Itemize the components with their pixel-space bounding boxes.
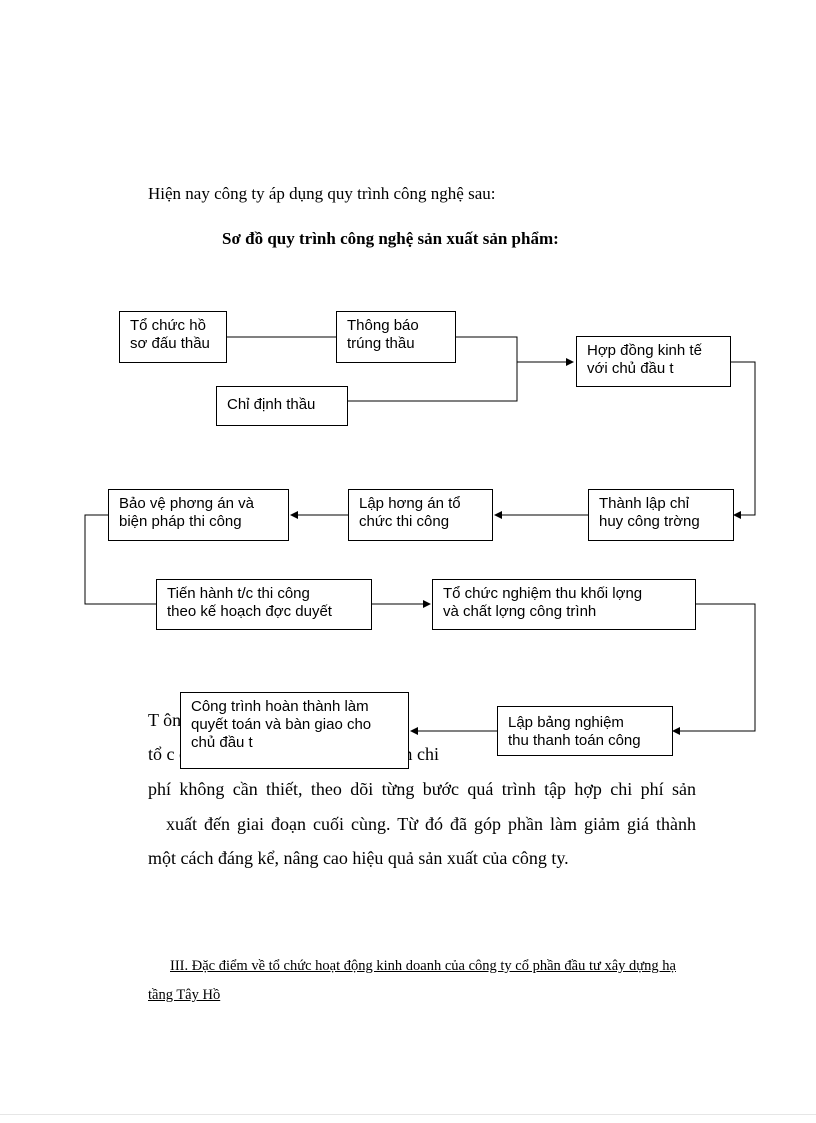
node-hop-dong-kinh-te: Hợp đồng kinh tế với chủ đầu t [576, 336, 731, 387]
connector-thongbao-hopdong [456, 336, 574, 366]
node-thong-bao-trung-thau: Thông báo trúng thầu [336, 311, 456, 363]
node-tien-hanh-thi-cong: Tiến hành t/c thi công theo kế hoạch đợc… [156, 579, 372, 630]
node-lap-phuong-an: Lập hơng án tổ chức thi công [348, 489, 493, 541]
connector-hopdong-thanhlap [731, 361, 756, 519]
paragraph-line-5: một cách đáng kể, nâng cao hiệu quả sản … [148, 848, 569, 868]
node-thanh-lap-chi-huy: Thành lập chỉ huy công trờng [588, 489, 734, 541]
paragraph-line-4: xuất đến giai đoạn cuối cùng. Từ đó đã g… [166, 814, 696, 834]
connector-chidinh-join [348, 362, 518, 402]
node-cong-trinh-hoan-thanh: Công trình hoàn thành làm quyết toán và … [180, 692, 409, 769]
paragraph-line-3: phí không cần thiết, theo dõi từng bước … [148, 779, 696, 799]
section-heading: III. Đặc điểm về tổ chức hoạt động kinh … [148, 958, 676, 1003]
node-chi-dinh-thau: Chỉ định thầu [216, 386, 348, 426]
node-to-chuc-ho-so: Tổ chức hồ sơ đấu thầu [119, 311, 227, 363]
node-bao-ve-phuong-an: Bảo vệ phơng án và biện pháp thi công [108, 489, 289, 541]
diagram-title: Sơ đồ quy trình công nghệ sản xuất sản p… [222, 229, 559, 248]
intro-text: Hiện nay công ty áp dụng quy trình công … [148, 184, 496, 203]
page-bottom-rule [0, 1114, 816, 1115]
node-lap-bang-nghiem-thu: Lập bảng nghiệm thu thanh toán công [497, 706, 673, 756]
node-nghiem-thu: Tổ chức nghiệm thu khối lợng và chất lợn… [432, 579, 696, 630]
